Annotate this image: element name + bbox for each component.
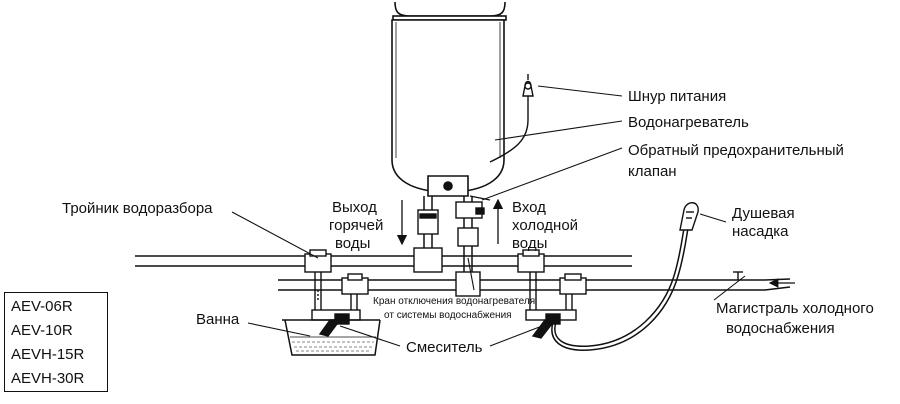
check-valve-label-line1: Обратный предохранительный [628, 142, 844, 159]
power-cord-label: Шнур питания [628, 88, 726, 105]
shutoff-label-line2: от системы водоснабжения [384, 309, 512, 321]
hot-pipe-tee-fitting [413, 247, 443, 273]
bath-mixer-risers [314, 272, 358, 312]
shower-hose [551, 227, 689, 351]
supply-tee-label: Тройник водоразбора [62, 200, 213, 217]
check-valve-label-line2: клапан [628, 163, 677, 180]
mixer-label: Смеситель [406, 339, 483, 356]
bath-mixer [311, 309, 361, 337]
bath-label: Ванна [196, 311, 240, 328]
water-heater-tank [391, 1, 507, 197]
hot-out-label-line3: воды [335, 235, 370, 252]
cold-in-label-line3: воды [512, 235, 547, 252]
cold-pipe-tee-fitting [455, 271, 481, 297]
heater-fittings [413, 195, 491, 297]
cold-main-label-line1: Магистраль холодного [716, 300, 874, 317]
water-heater-label: Водонагреватель [628, 114, 749, 131]
shower-head [679, 202, 699, 231]
hot-out-label-line2: горячей [329, 217, 383, 234]
cold-in-label-line2: холодной [512, 217, 578, 234]
model-item: AEVH-15R [11, 346, 85, 363]
bath-tub [282, 319, 381, 356]
pipe-tees [304, 249, 743, 295]
hot-tee-right [517, 253, 545, 273]
plug-icon [524, 82, 532, 90]
shower-mixer [525, 309, 577, 339]
cold-in-label-line1: Вход [512, 199, 546, 216]
hot-tee-left [304, 253, 332, 273]
leader-lines [231, 85, 746, 347]
power-cord [489, 74, 534, 163]
hot-out-label-line1: Выход [332, 199, 377, 216]
model-item: AEVH-30R [11, 370, 85, 387]
model-list-box: AEV-06R AEV-10R AEVH-15R AEVH-30R [4, 292, 108, 392]
cold-main-label-line2: водоснабжения [726, 320, 835, 337]
model-item: AEV-10R [11, 322, 73, 339]
shutoff-label-line1: Кран отключения водонагревателя [373, 296, 535, 307]
shower-mixer-risers [529, 272, 573, 312]
shower-label-line2: насадка [732, 223, 789, 240]
model-item: AEV-06R [11, 298, 73, 315]
thermostat-knob-icon [443, 181, 453, 191]
shower-label-line1: Душевая [732, 205, 795, 222]
